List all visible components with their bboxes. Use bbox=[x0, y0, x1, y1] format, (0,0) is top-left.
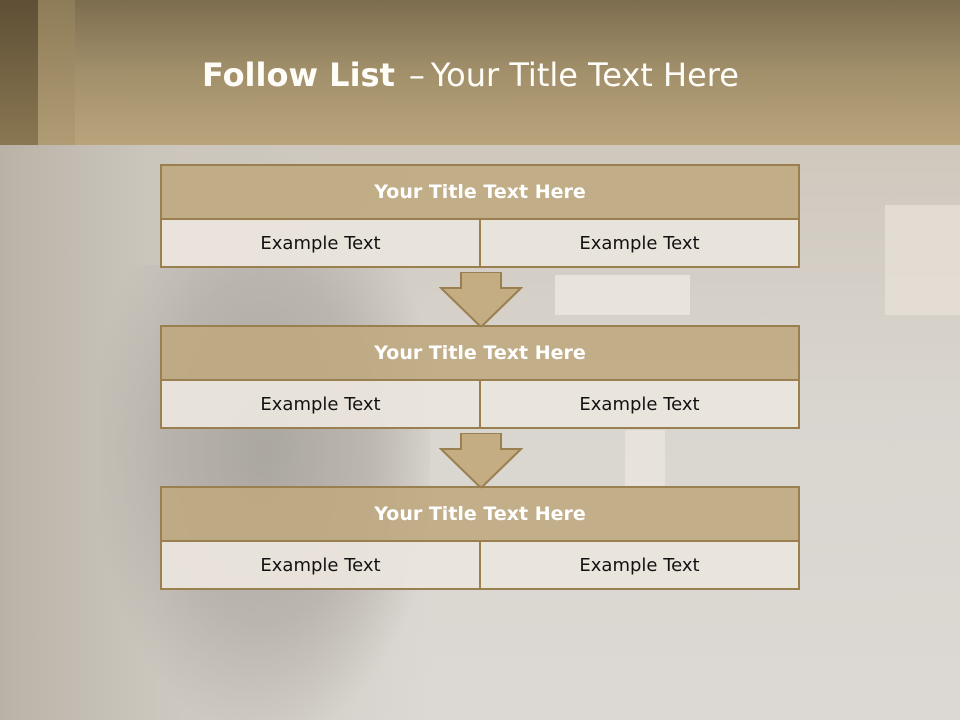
block-cell-right: Example Text bbox=[481, 542, 800, 590]
follow-block-1: Your Title Text Here Example Text Exampl… bbox=[160, 164, 800, 268]
header-band bbox=[0, 0, 960, 145]
follow-block-2: Your Title Text Here Example Text Exampl… bbox=[160, 325, 800, 429]
block-cell-right: Example Text bbox=[481, 381, 800, 429]
slide-title: Follow List–Your Title Text Here bbox=[202, 56, 739, 94]
block-cell-left: Example Text bbox=[160, 542, 481, 590]
block-cell-left: Example Text bbox=[160, 381, 481, 429]
header-accent-bar bbox=[38, 0, 75, 145]
title-bold: Follow List bbox=[202, 56, 395, 94]
block-cell-left: Example Text bbox=[160, 220, 481, 268]
light-patch bbox=[625, 430, 665, 490]
window-light bbox=[555, 275, 690, 315]
block-title: Your Title Text Here bbox=[160, 164, 800, 220]
down-arrow-icon bbox=[439, 272, 523, 328]
block-cell-right: Example Text bbox=[481, 220, 800, 268]
block-row: Example Text Example Text bbox=[160, 220, 800, 268]
block-title: Your Title Text Here bbox=[160, 325, 800, 381]
follow-block-3: Your Title Text Here Example Text Exampl… bbox=[160, 486, 800, 590]
title-dash: – bbox=[408, 56, 425, 94]
down-arrow-icon bbox=[439, 433, 523, 489]
block-title: Your Title Text Here bbox=[160, 486, 800, 542]
header-accent-bar bbox=[0, 0, 38, 145]
block-row: Example Text Example Text bbox=[160, 381, 800, 429]
title-rest: Your Title Text Here bbox=[430, 56, 739, 94]
window-light bbox=[885, 205, 960, 315]
block-row: Example Text Example Text bbox=[160, 542, 800, 590]
